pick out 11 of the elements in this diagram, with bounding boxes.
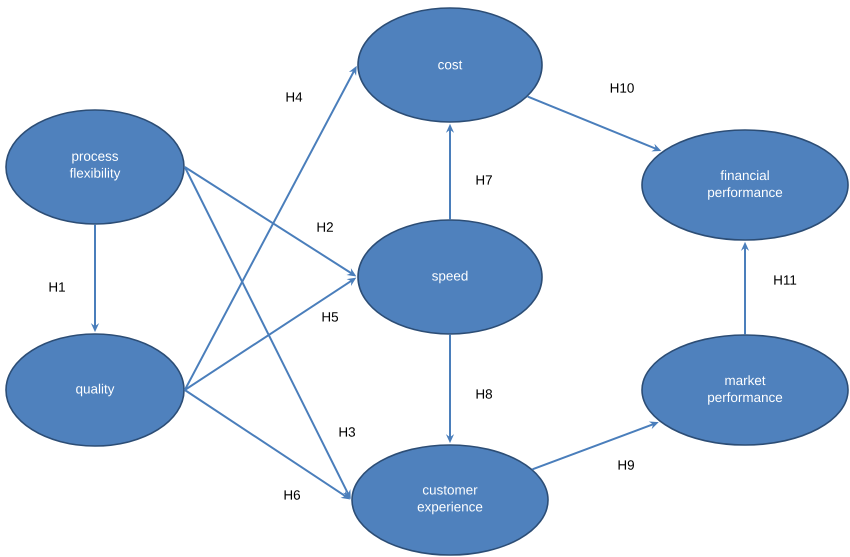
edge-label: H7 (474, 174, 494, 186)
edge-label: H10 (608, 82, 636, 94)
edge-label: H11 (772, 274, 798, 286)
edge-label: H1 (47, 281, 67, 293)
edge-label: H8 (474, 388, 494, 400)
edge-label: H3 (337, 426, 357, 438)
edge-label: H9 (616, 459, 636, 471)
edge-label: H2 (315, 221, 335, 233)
edge-label: H4 (284, 91, 304, 103)
edge-label: H5 (320, 311, 340, 323)
edge-label: H6 (282, 489, 302, 501)
